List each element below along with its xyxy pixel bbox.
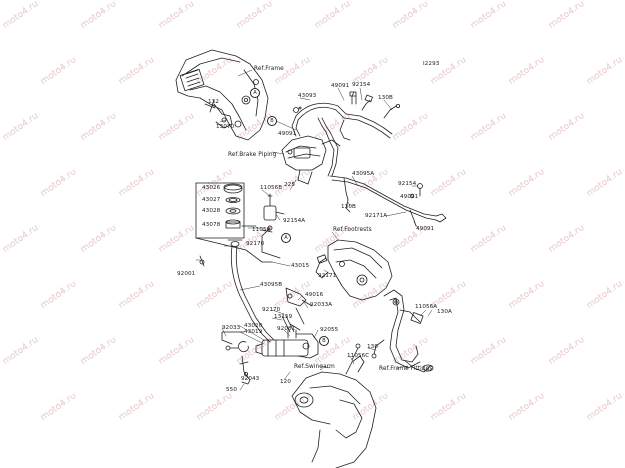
part-92154a: 92154A	[283, 218, 306, 224]
part-550: 550	[226, 387, 237, 393]
part-49091-right: 49091	[400, 194, 419, 200]
part-43027: 43027	[202, 197, 221, 203]
part-43019: 43019	[244, 329, 263, 335]
part-132: 132	[208, 99, 219, 105]
diagram-code: I2293	[423, 61, 440, 67]
part-49091-top: 49091	[331, 83, 350, 89]
ref-footrests-label: Ref.Footrests	[333, 227, 372, 233]
part-92154-top: 92154	[352, 82, 371, 88]
part-225: 225	[284, 182, 295, 188]
frame-bracket-drawing	[175, 49, 269, 141]
ref-frame-fittings-label: Ref.Frame Fittings	[379, 366, 433, 372]
swingarm-drawing	[291, 343, 377, 468]
part-92055: 92055	[320, 327, 339, 333]
part-43093: 43093	[298, 93, 317, 99]
callout-a-top: A	[250, 88, 260, 98]
part-130-low: 130	[367, 344, 378, 350]
brake-pedal-drawing	[371, 289, 434, 373]
part-43095b: 43095B	[260, 282, 283, 288]
master-cylinder-drawing	[221, 287, 319, 385]
part-92033a: 92033A	[310, 302, 333, 308]
part-43095a: 43095A	[352, 171, 375, 177]
upper-hose-drawing	[291, 91, 400, 177]
lower-hose-drawing	[329, 175, 447, 227]
part-92170-mid: 92170	[262, 307, 281, 313]
part-92171a: 92171A	[365, 213, 388, 219]
part-49016: 49016	[305, 292, 324, 298]
part-43026: 43026	[202, 185, 221, 191]
part-11056: 11056	[252, 227, 271, 233]
leader-lines	[195, 69, 433, 391]
part-13159: 13159	[274, 314, 293, 320]
part-43028: 43028	[202, 208, 221, 214]
part-92033: 92033	[222, 325, 241, 331]
part-120: 120	[280, 379, 291, 385]
callout-b-low: B	[319, 336, 329, 346]
part-11056a: 11056A	[415, 304, 438, 310]
part-49091-left: 49091	[278, 131, 297, 137]
part-92081: 92081	[277, 326, 296, 332]
part-11056b: 11056B	[260, 185, 283, 191]
part-130b-mid: 130B	[341, 204, 356, 210]
callout-a-mid: A	[281, 233, 291, 243]
part-130b-top: 130B	[378, 95, 393, 101]
part-92171: 92171	[318, 273, 337, 279]
callout-b-top: B	[267, 116, 277, 126]
ref-brake-piping-label: Ref.Brake Piping	[228, 152, 277, 158]
part-49091-right2: 49091	[416, 226, 435, 232]
part-43015: 43015	[291, 263, 310, 269]
part-92043: 92043	[241, 376, 260, 382]
exploded-parts-box	[195, 182, 273, 263]
part-130a: 130A	[437, 309, 452, 315]
footrest-bracket-drawing	[315, 239, 393, 301]
part-13070: 13070	[216, 124, 235, 130]
part-43078: 43078	[202, 222, 221, 228]
part-92001: 92001	[177, 271, 196, 277]
long-hose-drawing	[199, 239, 275, 343]
reservoir-drawing	[281, 135, 341, 185]
part-43020: 43020	[244, 323, 263, 329]
ref-frame-label: Ref.Frame	[254, 66, 284, 72]
small-bracket-drawing	[261, 193, 285, 259]
ref-swingarm-label: Ref.Swingarm	[294, 364, 335, 370]
part-92170-top: 92170	[246, 241, 265, 247]
part-92154-right: 92154	[398, 181, 417, 187]
part-11056c: 11056C	[347, 353, 370, 359]
